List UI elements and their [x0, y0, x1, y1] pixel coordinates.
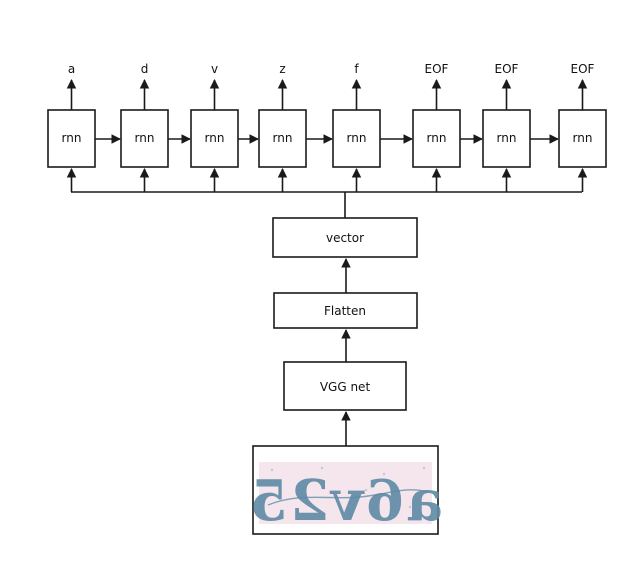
output-token-2: d	[141, 62, 149, 76]
rnn-row: rnn a rnn d rnn v rnn z rnn f rnn EOF rnn EOF rnn EOF	[47, 62, 607, 192]
vector-box	[272, 217, 418, 258]
vector-label: vector	[326, 231, 364, 245]
vgg-block: VGG net	[283, 361, 407, 411]
rnn-cell-label: rnn	[497, 131, 517, 145]
output-token-4: z	[279, 62, 285, 76]
vgg-label: VGG net	[320, 380, 371, 394]
rnn-cell-8	[558, 109, 607, 168]
captcha-image: a6v25	[247, 445, 443, 535]
output-token-3: v	[211, 62, 218, 76]
rnn-cell-label: rnn	[427, 131, 447, 145]
rnn-cell-1	[47, 109, 96, 168]
output-token-7: EOF	[495, 62, 519, 76]
captcha-noise-curve	[267, 489, 429, 506]
flatten-label: Flatten	[324, 304, 366, 318]
output-token-5: f	[354, 62, 359, 76]
output-token-6: EOF	[425, 62, 449, 76]
captcha-background	[259, 462, 432, 524]
rnn-cell-label: rnn	[205, 131, 225, 145]
rnn-cell-label: rnn	[62, 131, 82, 145]
flatten-block: Flatten	[273, 292, 418, 329]
vector-block: vector	[272, 217, 418, 258]
rnn-cell-4	[258, 109, 307, 168]
rnn-cell-label: rnn	[273, 131, 293, 145]
rnn-cell-label: rnn	[135, 131, 155, 145]
output-token-1: a	[68, 62, 75, 76]
captcha-text: a6v25	[247, 468, 443, 534]
output-token-8: EOF	[571, 62, 595, 76]
rnn-cell-6	[412, 109, 461, 168]
vgg-box	[283, 361, 407, 411]
flatten-box	[273, 292, 418, 329]
captcha-noise	[270, 466, 426, 517]
rnn-cell-label: rnn	[347, 131, 367, 145]
rnn-cell-label: rnn	[573, 131, 593, 145]
rnn-cell-5	[332, 109, 381, 168]
